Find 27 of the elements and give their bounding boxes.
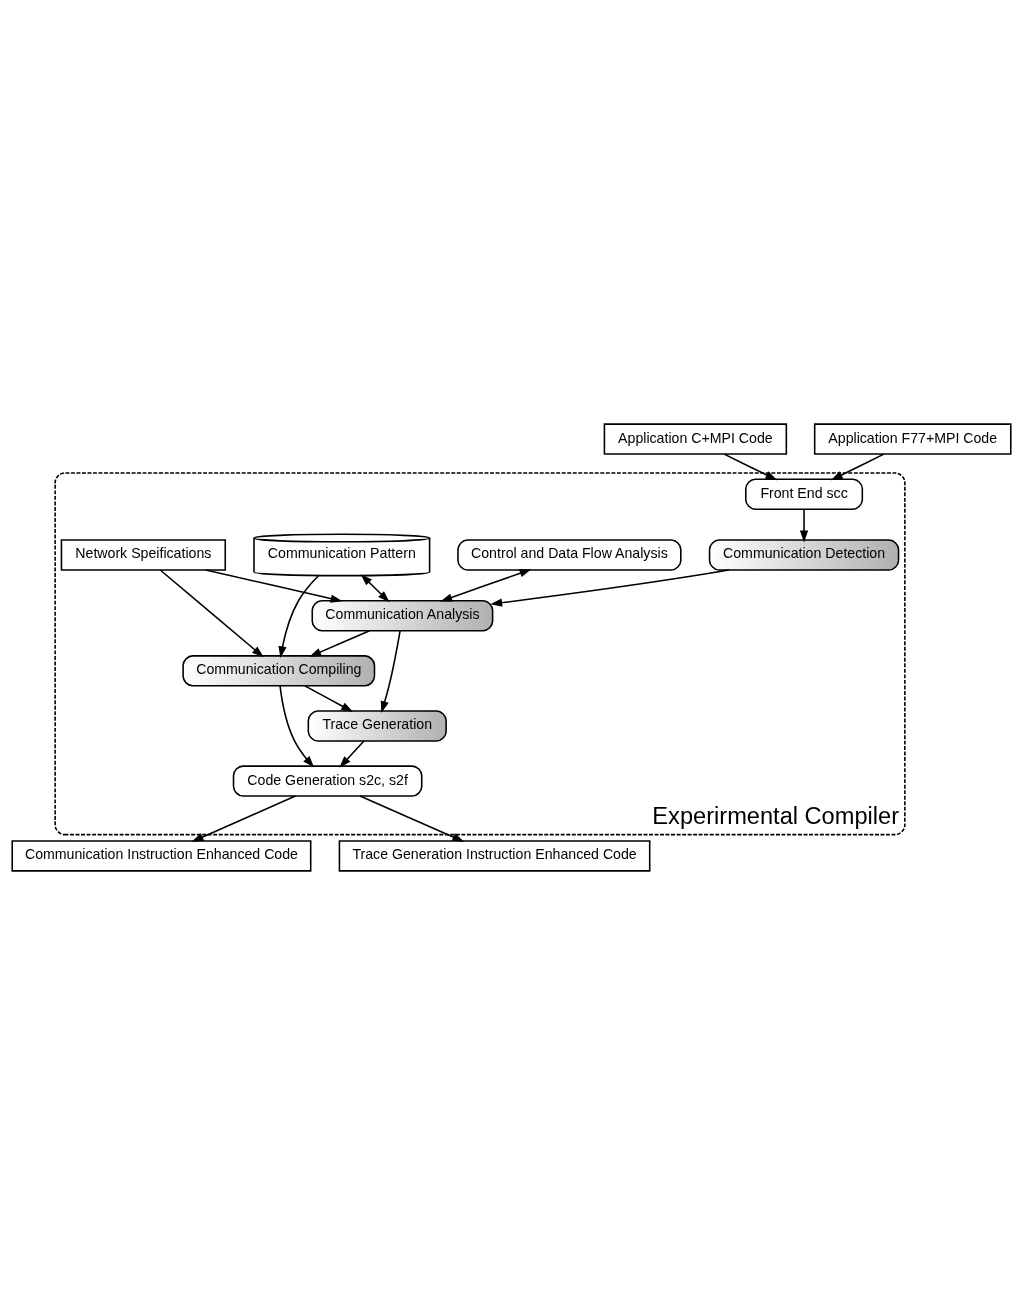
node-box: Code Generation s2c, s2f (232, 765, 423, 797)
arrow (440, 569, 532, 602)
arrow (359, 795, 465, 842)
node-box: Communication Instruction Enhanced Code (11, 840, 312, 872)
arrow (360, 574, 390, 603)
arrow (278, 574, 320, 659)
node-box: Communication Analysis (311, 599, 494, 632)
arrow (830, 453, 885, 481)
node-box: Front End scc (745, 478, 864, 510)
node-box: Network Speifications (60, 539, 227, 571)
node-box: Application C+MPI Code (603, 423, 788, 455)
arrow (799, 508, 809, 543)
node-box: Communication Compiling (182, 655, 376, 687)
arrow (490, 569, 730, 607)
arrow (304, 685, 354, 713)
arrow (380, 630, 401, 713)
arrow (309, 629, 371, 657)
arrow (191, 795, 297, 842)
node-box: Communication Detection (708, 539, 900, 571)
node-box: Trace Generation Instruction Enhanced Code (338, 840, 651, 872)
arrow (279, 685, 315, 768)
node-box: Application F77+MPI Code (813, 423, 1012, 455)
node-box: Control and Data Flow Analysis (457, 539, 682, 571)
arrow (339, 740, 365, 768)
arrow (159, 569, 264, 658)
arrow (204, 569, 343, 603)
node-box: Trace Generation (307, 710, 447, 742)
